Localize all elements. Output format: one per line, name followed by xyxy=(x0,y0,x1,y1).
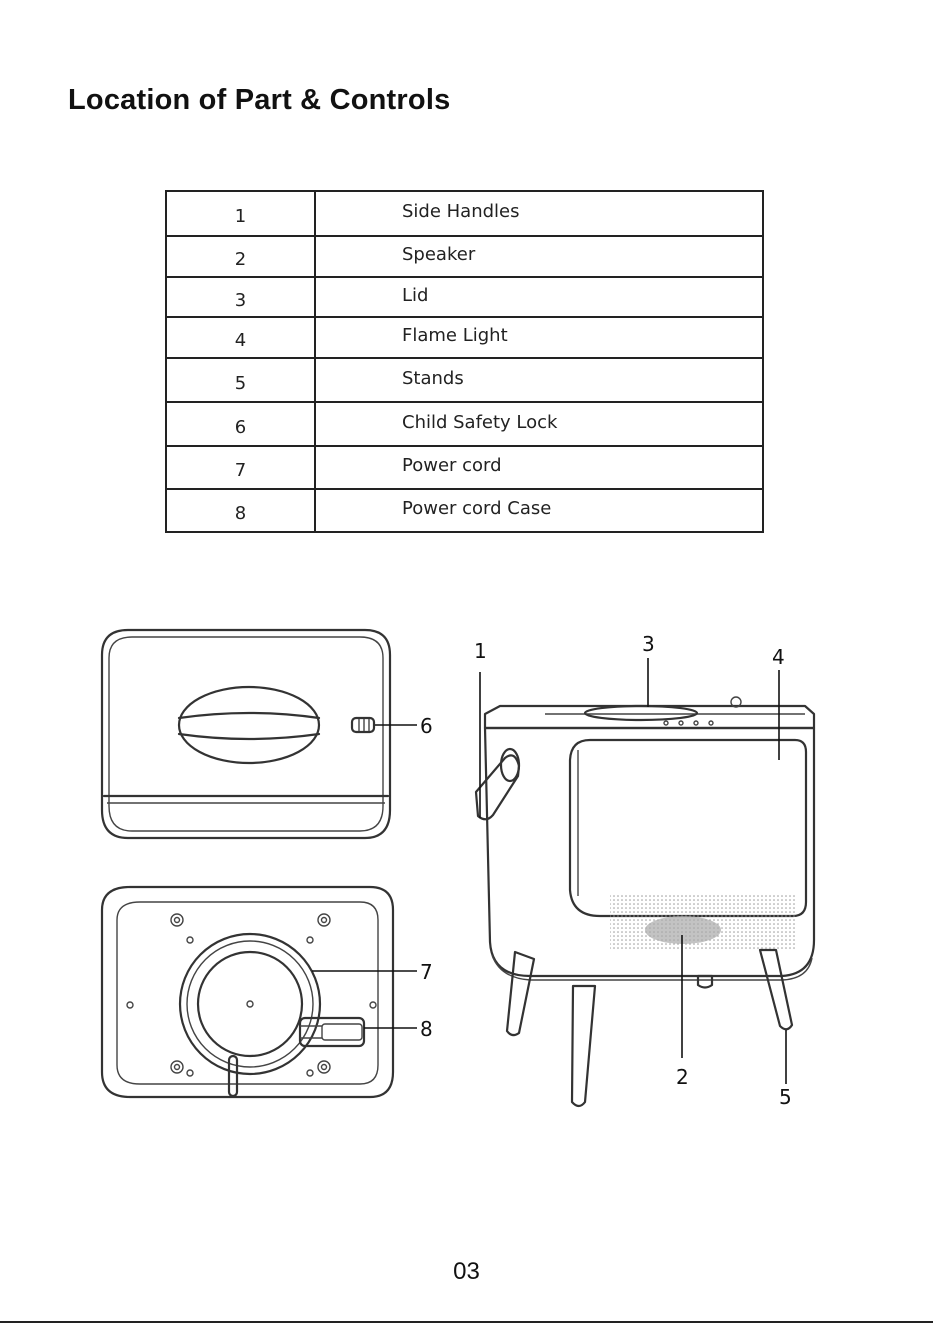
table-row: 3 Lid xyxy=(166,277,763,317)
part-label: Flame Light xyxy=(315,317,763,358)
callout-3: 3 xyxy=(642,632,655,656)
part-label: Lid xyxy=(315,277,763,317)
speaker-grille xyxy=(610,895,796,949)
table-row: 5 Stands xyxy=(166,358,763,402)
side-handle xyxy=(476,755,519,819)
part-label: Speaker xyxy=(315,236,763,277)
parts-table: 1 Side Handles 2 Speaker 3 Lid 4 Flame L… xyxy=(165,190,764,533)
callout-7: 7 xyxy=(420,960,433,984)
callout-2: 2 xyxy=(676,1065,689,1089)
part-label: Stands xyxy=(315,358,763,402)
part-label: Child Safety Lock xyxy=(315,402,763,446)
part-label: Power cord Case xyxy=(315,489,763,532)
callout-6: 6 xyxy=(420,714,433,738)
part-number: 1 xyxy=(166,191,315,236)
lid-window xyxy=(585,706,697,720)
part-number: 2 xyxy=(166,236,315,277)
table-row: 8 Power cord Case xyxy=(166,489,763,532)
product-diagram: 6 7 8 xyxy=(60,610,860,1130)
bottom-view xyxy=(102,887,393,1097)
page-number: 03 xyxy=(0,1258,933,1286)
part-number: 6 xyxy=(166,402,315,446)
part-label: Side Handles xyxy=(315,191,763,236)
leg xyxy=(760,950,792,1029)
part-number: 3 xyxy=(166,277,315,317)
perspective-view xyxy=(476,697,814,1106)
leg xyxy=(507,952,534,1035)
table-row: 4 Flame Light xyxy=(166,317,763,358)
part-number: 7 xyxy=(166,446,315,489)
child-lock-icon xyxy=(352,718,374,732)
leg xyxy=(572,986,595,1106)
part-number: 8 xyxy=(166,489,315,532)
table-row: 1 Side Handles xyxy=(166,191,763,236)
flame-window xyxy=(570,740,806,916)
table-row: 2 Speaker xyxy=(166,236,763,277)
callout-1: 1 xyxy=(474,639,487,663)
callout-4: 4 xyxy=(772,645,785,669)
callout-8: 8 xyxy=(420,1017,433,1041)
table-row: 6 Child Safety Lock xyxy=(166,402,763,446)
table-row: 7 Power cord xyxy=(166,446,763,489)
top-view xyxy=(102,630,390,838)
part-label: Power cord xyxy=(315,446,763,489)
page-title: Location of Part & Controls xyxy=(68,84,450,117)
part-number: 4 xyxy=(166,317,315,358)
footer-rule xyxy=(0,1321,933,1323)
callout-5: 5 xyxy=(779,1085,792,1109)
part-number: 5 xyxy=(166,358,315,402)
